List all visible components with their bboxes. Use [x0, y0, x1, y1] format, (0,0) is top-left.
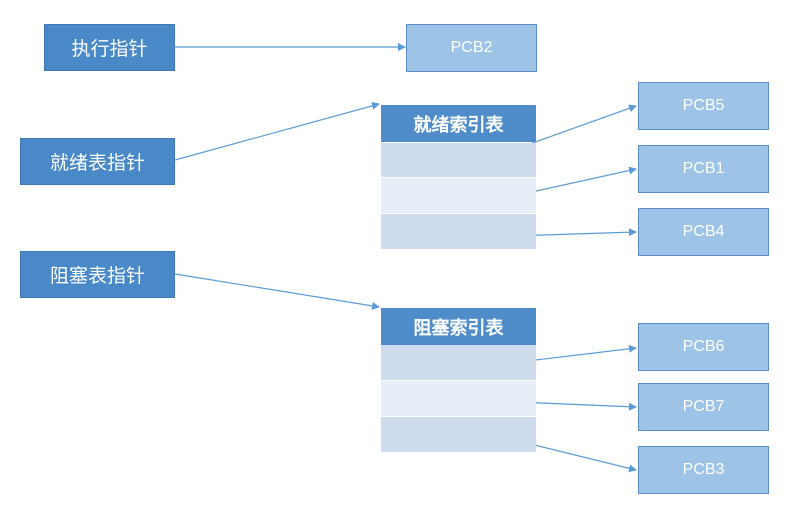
ready-pointer-box: 就绪表指针 [20, 138, 175, 185]
blocked-table-row [381, 417, 536, 453]
blocked-pointer-box: 阻塞表指针 [20, 251, 175, 298]
blocked-table-header-label: 阻塞索引表 [413, 317, 504, 339]
pcb4-box: PCB4 [638, 208, 769, 256]
pcb2-box: PCB2 [406, 24, 537, 72]
pcb1-box: PCB1 [638, 145, 769, 193]
pcb3-box: PCB3 [638, 446, 769, 494]
pcb1-label: PCB1 [682, 160, 725, 177]
ready-pointer-label: 就绪表指针 [49, 152, 145, 174]
pcb6-box: PCB6 [638, 323, 769, 371]
pcb3-label: PCB3 [682, 461, 725, 478]
blocked-table-header: 阻塞索引表 [381, 308, 536, 345]
exec-pointer-label: 执行指针 [71, 38, 148, 60]
pcb4-label: PCB4 [682, 223, 725, 240]
blocked-table-row [381, 345, 536, 381]
pcb7-label: PCB7 [682, 398, 725, 415]
pcb7-box: PCB7 [638, 383, 769, 431]
ready-table-row [381, 178, 536, 214]
pcb5-label: PCB5 [682, 97, 725, 114]
ready-table-row [381, 214, 536, 250]
arrow-ready-to-table [174, 101, 380, 161]
ready-table-header: 就绪索引表 [381, 105, 536, 142]
pcb5-box: PCB5 [638, 82, 769, 130]
exec-pointer-box: 执行指针 [44, 24, 175, 71]
pcb6-label: PCB6 [682, 338, 725, 355]
arrow-blocked-to-table [174, 273, 380, 310]
ready-table-header-label: 就绪索引表 [413, 114, 504, 136]
blocked-pointer-label: 阻塞表指针 [49, 265, 145, 287]
blocked-table-row [381, 381, 536, 417]
ready-table-row [381, 143, 536, 178]
pcb2-label: PCB2 [450, 39, 493, 56]
